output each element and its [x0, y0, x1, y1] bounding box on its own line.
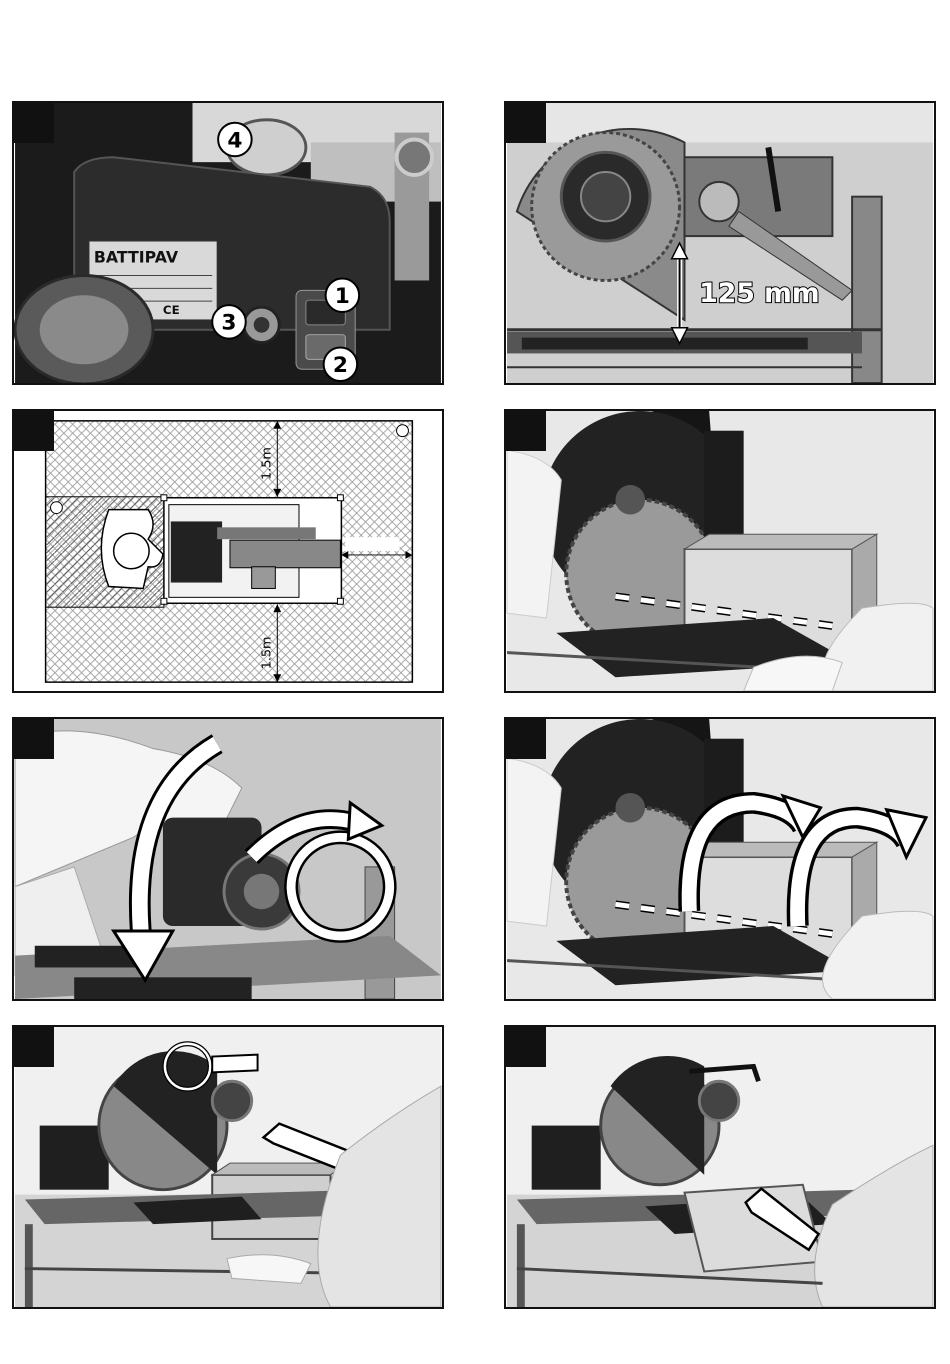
svg-text:4: 4: [227, 128, 242, 153]
callout-1: 1: [326, 278, 360, 312]
figure-panel-rotation: [12, 717, 444, 1001]
figure-panel-work-area: 1.5m 1.5m: [12, 409, 444, 693]
svg-text:3: 3: [221, 311, 236, 336]
panel-8-marker: [506, 1027, 546, 1067]
figure-panel-brick-cut-line: [504, 409, 936, 693]
cutting-height-label: 125 mm: [699, 278, 819, 309]
callout-4: 4: [218, 123, 252, 157]
ce-mark: CE: [163, 303, 180, 317]
figure-panel-motor-controls: BATTIPAV CE 1 2 3 4: [12, 101, 444, 385]
panel-1-marker: [14, 103, 54, 143]
panel-6-marker: [506, 719, 546, 759]
cutting-height-illustration: 125 mm: [506, 103, 934, 383]
figure-panel-push-brick: [12, 1025, 444, 1309]
clearance-bottom-label: 1.5m: [259, 636, 274, 669]
brand-label: BATTIPAV: [94, 248, 179, 267]
panel-3-marker: [14, 411, 54, 451]
brick-flip-illustration: [506, 719, 934, 999]
motor-controls-illustration: BATTIPAV CE 1 2 3 4: [14, 103, 442, 383]
panel-2-marker: [506, 103, 546, 143]
panel-7-marker: [14, 1027, 54, 1067]
panel-4-marker: [506, 411, 546, 451]
figure-panel-brick-flip: [504, 717, 936, 1001]
panel-5-marker: [14, 719, 54, 759]
figure-panel-cutting-height: 125 mm: [504, 101, 936, 385]
figure-panel-push-tile: [504, 1025, 936, 1309]
svg-text:2: 2: [333, 353, 348, 378]
work-area-diagram: 1.5m 1.5m: [14, 411, 442, 691]
callout-2: 2: [324, 348, 358, 382]
svg-text:1: 1: [335, 284, 350, 309]
push-tile-illustration: [506, 1027, 934, 1307]
callout-3: 3: [212, 305, 246, 339]
rotation-illustration: [14, 719, 442, 999]
brick-cut-illustration: [506, 411, 934, 691]
clearance-top-label: 1.5m: [259, 447, 274, 480]
push-brick-illustration: [14, 1027, 442, 1307]
